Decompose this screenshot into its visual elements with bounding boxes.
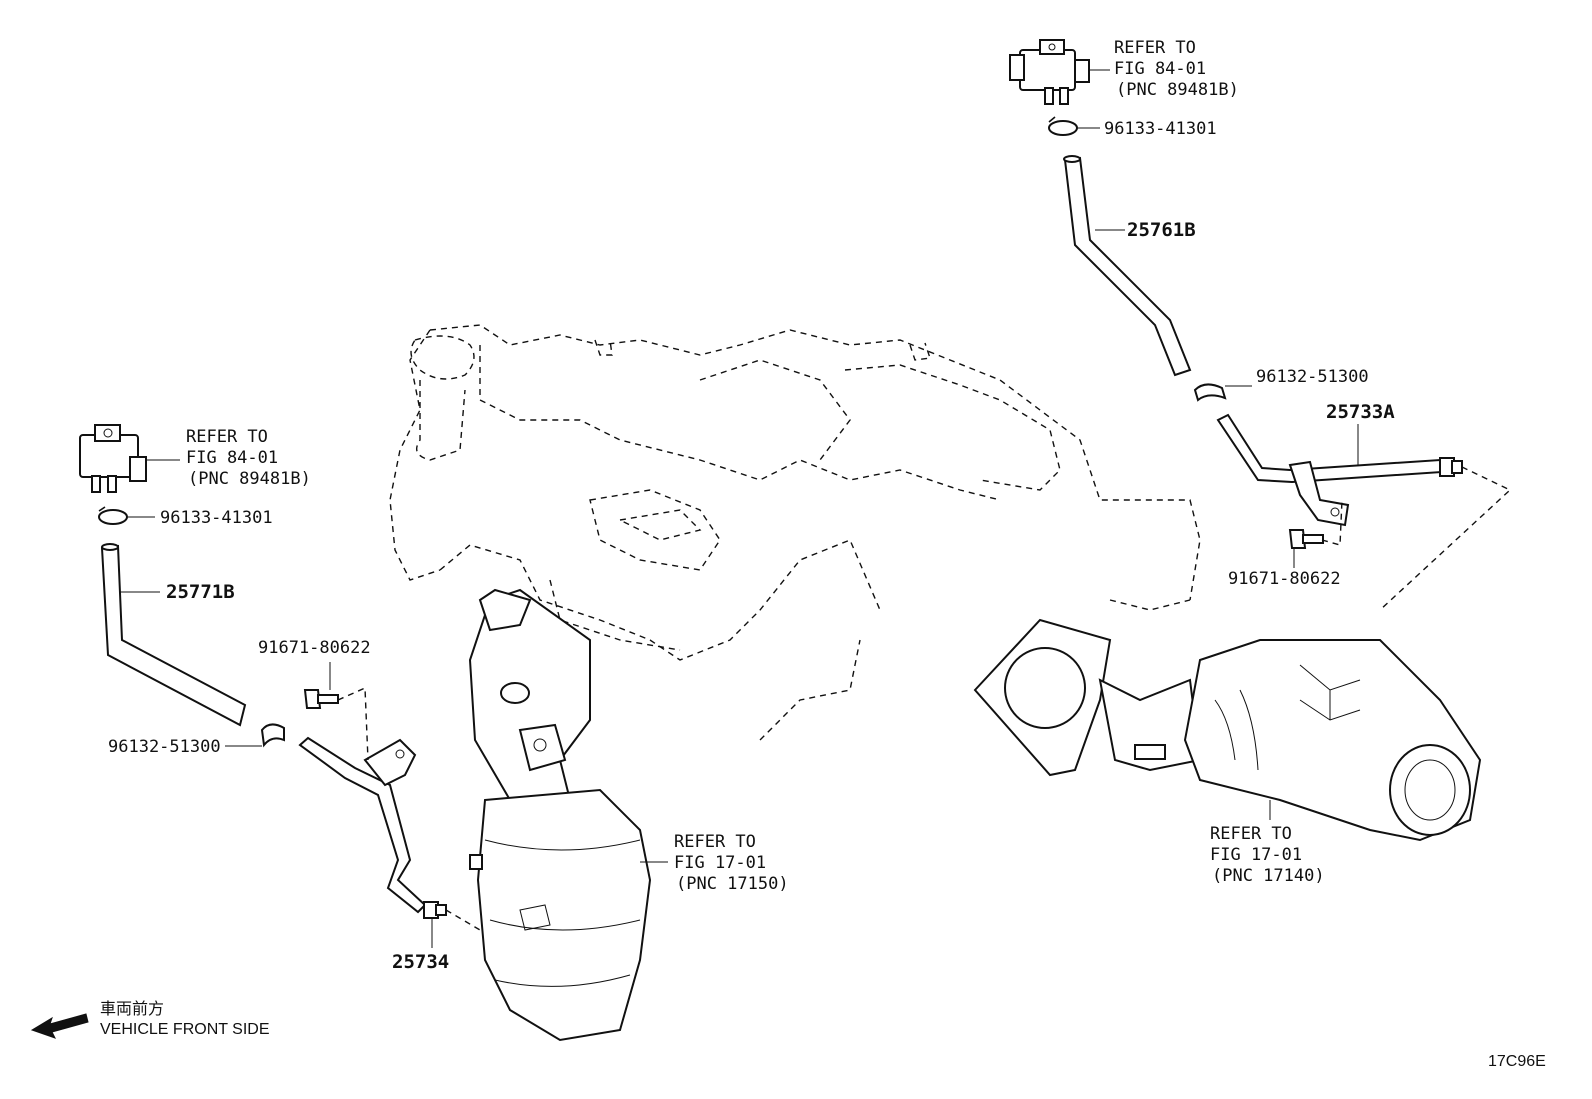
legend-japanese: 車両前方 [100,1000,164,1018]
leader-lines [120,69,1359,948]
part-number-clip-top: 96133-41301 [1104,119,1217,139]
catalytic-converter-right [973,618,1482,842]
part-number-clip-left: 96133-41301 [160,508,273,528]
clip-top [1048,116,1078,136]
leader-bolt-left [337,686,369,761]
legend-english: VEHICLE FRONT SIDE [100,1021,270,1038]
bolt-left [303,689,339,709]
part-number-hose-right: 25761B [1127,219,1196,241]
leader-bolt-right [1321,499,1343,546]
callout-line: REFER TO [1114,38,1196,58]
leader-pipe-left [445,909,481,931]
callout-line: FIG 84-01 [186,448,278,468]
pressure-sensor-left [79,424,147,493]
callout-line: (PNC 89481B) [1116,80,1239,100]
callout-line: (PNC 89481B) [188,469,311,489]
hose-right [1063,155,1192,377]
pressure-sensor-top [1009,39,1090,105]
pipe-left [298,736,447,919]
hose-left [100,543,247,727]
callout-ref-84-top: REFER TO FIG 84-01 (PNC 89481B) [1114,38,1239,100]
clamp-left [260,723,285,748]
front-direction-arrow-icon [30,1013,89,1039]
pipe-right [1216,413,1463,527]
catalytic-converter-left [468,588,652,1042]
part-number-hose-left: 25771B [166,581,235,603]
part-number-clamp-right: 96132-51300 [1256,367,1369,387]
part-number-bolt-right: 91671-80622 [1228,569,1341,589]
callout-line: FIG 17-01 [674,853,766,873]
part-number-bolt-left: 91671-80622 [258,638,371,658]
part-number-pipe-left: 25734 [392,951,449,973]
engine-outline [389,324,1201,741]
callout-ref-84-left: REFER TO FIG 84-01 (PNC 89481B) [186,427,311,489]
callout-line: REFER TO [1210,824,1292,844]
vehicle-front-legend: 車両前方 VEHICLE FRONT SIDE [30,1000,270,1039]
callout-line: (PNC 17140) [1212,866,1325,886]
callout-line: REFER TO [674,832,756,852]
callout-ref-17-right: REFER TO FIG 17-01 (PNC 17140) [1210,824,1325,886]
callout-line: FIG 84-01 [1114,59,1206,79]
callout-line: REFER TO [186,427,268,447]
part-number-clamp-left: 96132-51300 [108,737,221,757]
part-number-pipe-right: 25733A [1326,401,1395,423]
callout-line: FIG 17-01 [1210,845,1302,865]
leader-pipe-right [1379,466,1512,611]
callout-line: (PNC 17150) [676,874,789,894]
clip-left [98,506,128,525]
callout-ref-17-left: REFER TO FIG 17-01 (PNC 17150) [674,832,789,894]
clamp-right [1193,383,1227,402]
figure-code: 17C96E [1488,1053,1546,1070]
bolt-right [1288,529,1324,549]
